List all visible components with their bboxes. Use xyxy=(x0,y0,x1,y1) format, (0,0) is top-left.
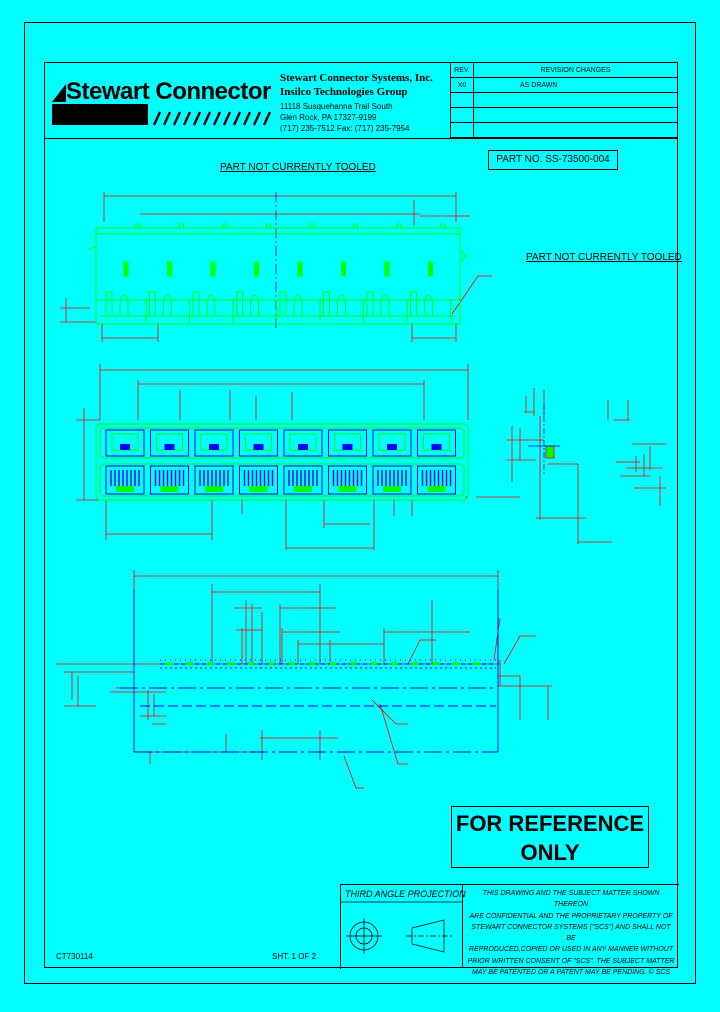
side-detail-view xyxy=(506,388,666,544)
not-tooled-note-1: PART NOT CURRENTLY TOOLED xyxy=(220,162,376,173)
notice-line: THIS DRAWING AND THE SUBJECT MATTER SHOW… xyxy=(482,890,660,909)
sheet-number: SHT. 1 OF 2 xyxy=(272,952,317,961)
title-block-header xyxy=(44,62,678,139)
company-address-1: 11118 Susquehanna Trail South xyxy=(280,102,393,111)
company-address-2: Glen Rock, PA 17327-9199 xyxy=(280,113,377,122)
projection-and-notice-block xyxy=(340,884,679,969)
company-name: Stewart Connector Systems, Inc. xyxy=(280,72,433,84)
revision-table: REV. REVISION CHANGES X0 AS DRAWN xyxy=(450,62,678,138)
top-view xyxy=(76,364,520,550)
company-phone: (717) 235-7512 Fax: (717) 235-7954 xyxy=(280,124,410,133)
notice-line: PRIOR WRITTEN CONSENT OF "SCS". THE SUBJ… xyxy=(467,957,675,965)
company-logo-text: Stewart Connector xyxy=(66,78,271,105)
notice-line: MAY BE PATENTED OR A PATENT MAY BE PENDI… xyxy=(471,969,671,977)
side-detail-blue xyxy=(528,404,637,476)
front-view xyxy=(60,192,492,342)
notice-line: REPRODUCED,COPIED OR USED IN ANY MANNER … xyxy=(468,946,674,954)
drawing-inner-border xyxy=(44,62,678,968)
projection-label: THIRD ANGLE PROJECTION xyxy=(345,889,466,899)
reference-only-box: FOR REFERENCE ONLY xyxy=(451,806,649,868)
confidentiality-notice: THIS DRAWING AND THE SUBJECT MATTER SHOW… xyxy=(467,888,675,978)
drawing-code: CT730114 xyxy=(56,952,93,961)
notice-line: STEWART CONNECTOR SYSTEMS ("SCS") AND SH… xyxy=(471,923,671,943)
not-tooled-note-2: PART NOT CURRENTLY TOOLED xyxy=(526,252,682,263)
part-number-box: PART NO. SS-73500-004 xyxy=(488,150,618,170)
company-group: Insilco Technologies Group xyxy=(280,86,408,98)
drawing-outer-border xyxy=(24,22,696,984)
reference-line-1: FOR REFERENCE xyxy=(455,811,645,836)
notice-divider xyxy=(462,884,463,968)
notice-line: ARE CONFIDENTIAL AND THE PROPRIETARY PRO… xyxy=(469,912,673,920)
reference-line-2: ONLY xyxy=(520,840,580,865)
footprint-view xyxy=(56,570,552,789)
